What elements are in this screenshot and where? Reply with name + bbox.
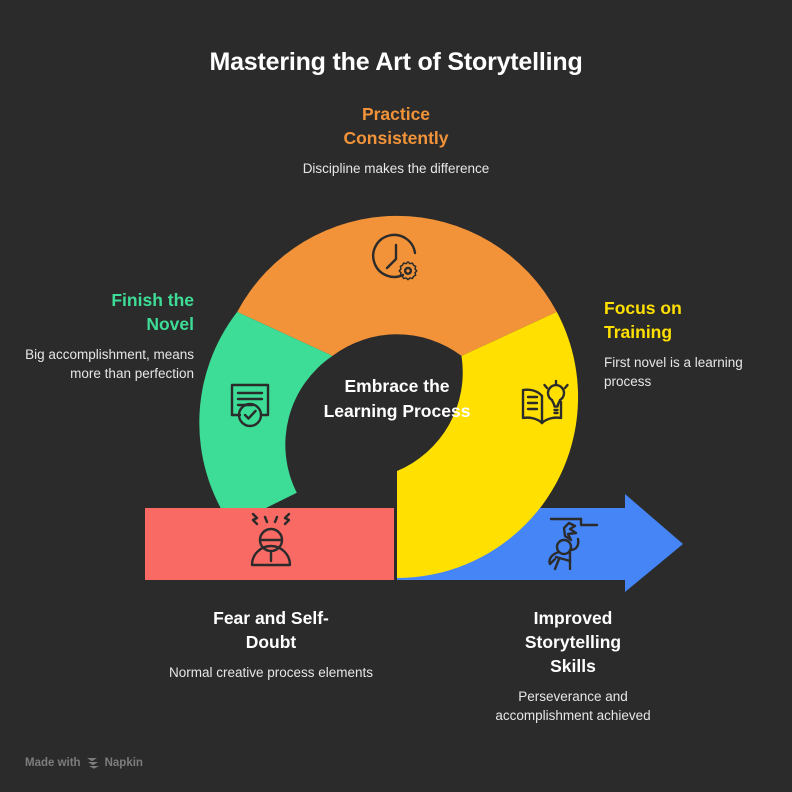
callout-fear-and-self-doubt[interactable]: Fear and Self- Doubt Normal creative pro… <box>168 606 374 682</box>
callout-title: Focus on Training <box>604 296 776 344</box>
bar-separator <box>394 504 397 586</box>
callout-title-line2: Doubt <box>245 632 297 652</box>
callout-title: Improved Storytelling Skills <box>474 606 672 678</box>
clock-gear-icon <box>372 233 418 281</box>
callout-title: Practice Consistently <box>296 102 496 150</box>
callout-title-line1: Finish the <box>111 290 194 310</box>
callout-practice-consistently[interactable]: Practice Consistently Discipline makes t… <box>296 102 496 178</box>
callout-title-line3: Skills <box>550 656 596 676</box>
callout-title-line2: Novel <box>146 314 194 334</box>
callout-description: Perseverance and accomplishment achieved <box>495 689 651 723</box>
callout-title-line1: Improved <box>533 608 613 628</box>
callout-title: Fear and Self- Doubt <box>168 606 374 654</box>
callout-improved-storytelling-skills[interactable]: Improved Storytelling Skills Perseveranc… <box>474 606 672 725</box>
stressed-person-icon <box>250 512 292 567</box>
watermark-brand: Napkin <box>104 757 143 769</box>
callout-focus-on-training[interactable]: Focus on Training First novel is a learn… <box>604 296 776 391</box>
donut-arc-focus-overlap <box>397 504 543 578</box>
callout-title-line2: Storytelling <box>524 632 622 652</box>
donut-arc-focus-over-bar <box>397 504 543 578</box>
callout-title: Finish the Novel <box>22 288 194 336</box>
book-lightbulb-icon <box>521 379 569 425</box>
page-title: Mastering the Art of Storytelling <box>0 48 792 77</box>
napkin-watermark[interactable]: Made with Napkin <box>25 757 143 769</box>
callout-title-line1: Fear and Self- <box>213 608 329 628</box>
donut-center-line1: Embrace the <box>344 376 450 396</box>
callout-title-line1: Practice <box>361 104 431 124</box>
donut-center-text: Embrace the Learning Process <box>297 374 497 424</box>
watermark-prefix: Made with <box>25 757 81 769</box>
callout-finish-the-novel[interactable]: Finish the Novel Big accomplishment, mea… <box>22 288 194 383</box>
arrow-red-fear[interactable] <box>145 508 394 580</box>
callout-description: Normal creative process elements <box>168 665 374 680</box>
callout-title-line2: Training <box>604 322 673 342</box>
napkin-chevron-logo <box>86 758 99 769</box>
donut-ring <box>199 215 579 578</box>
page-title-text: Mastering the Art of Storytelling <box>209 48 583 76</box>
callout-title-line2: Consistently <box>343 128 449 148</box>
donut-arc-finish[interactable] <box>199 311 333 526</box>
callout-description: Big accomplishment, means more than perf… <box>25 347 194 381</box>
donut-center-line2: Learning Process <box>323 401 471 421</box>
celebrating-person-icon <box>548 517 599 571</box>
callout-description: First novel is a learning process <box>604 355 743 389</box>
certificate-check-icon <box>230 383 270 428</box>
callout-description: Discipline makes the difference <box>302 161 490 176</box>
callout-title-line1: Focus on <box>604 298 682 318</box>
donut-arc-practice[interactable] <box>237 215 557 356</box>
